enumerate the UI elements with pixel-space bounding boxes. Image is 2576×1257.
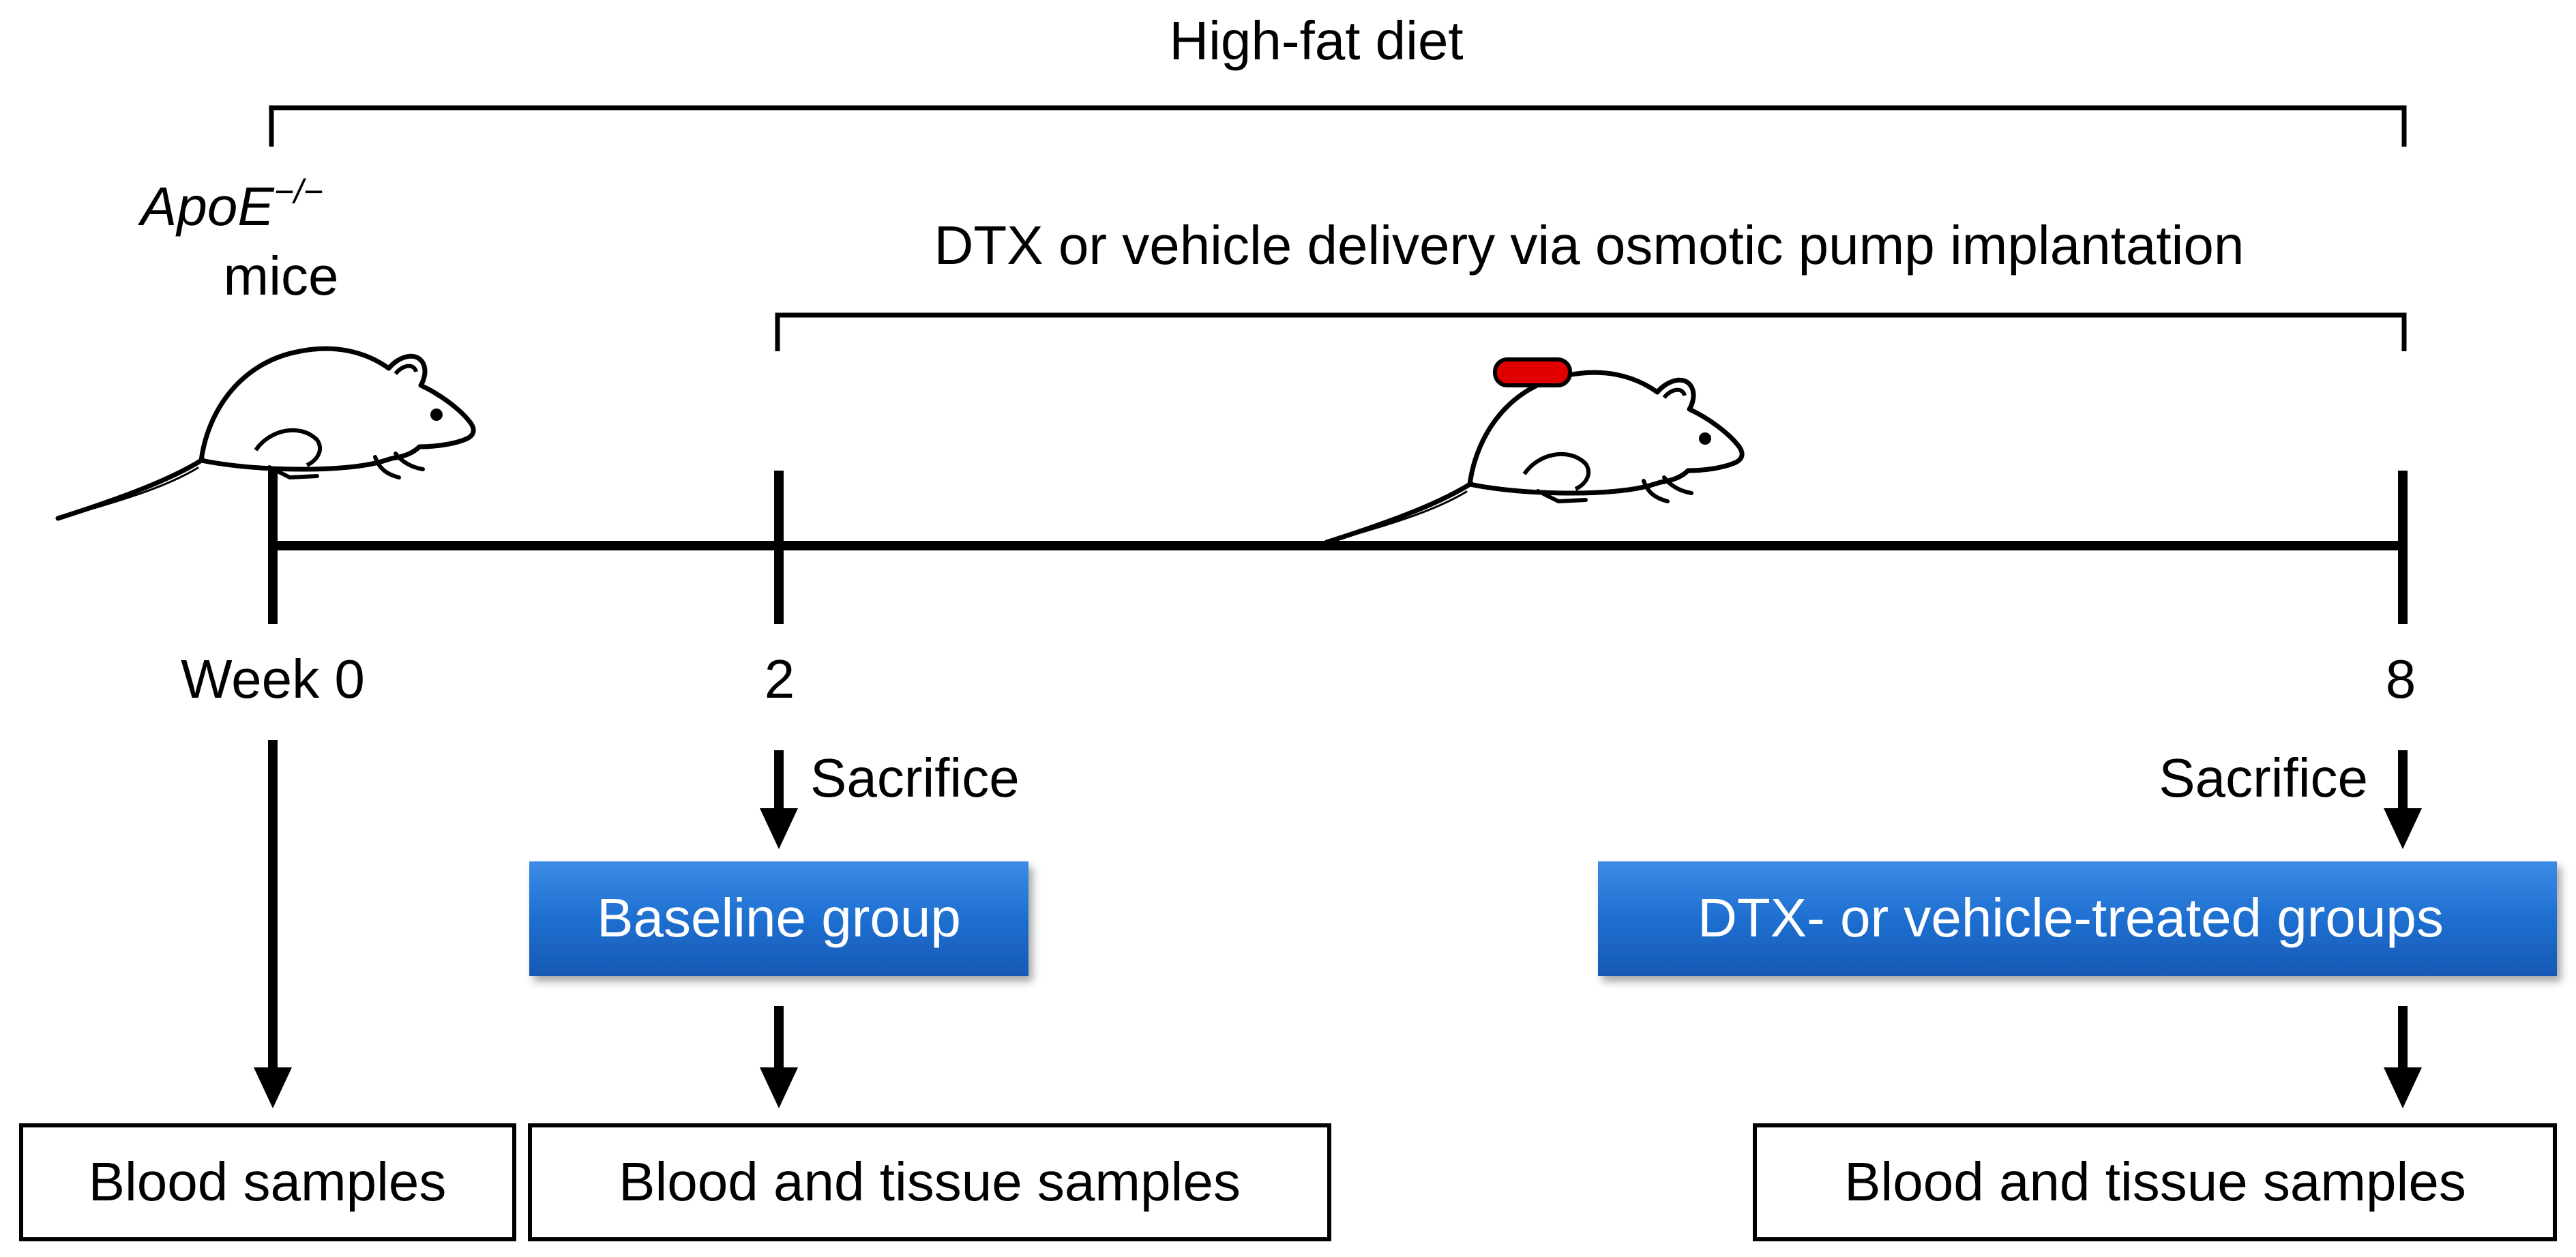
sacrifice-label-left: Sacrifice xyxy=(810,748,1020,808)
osmotic-pump-icon xyxy=(1493,357,1572,387)
treated-group-label: DTX- or vehicle-treated groups xyxy=(1698,887,2444,948)
sacrifice-label-right: Sacrifice xyxy=(2159,748,2368,808)
baseline-group-box xyxy=(529,861,1028,976)
delivery-bracket xyxy=(775,312,2407,351)
mice-genotype-superscript: −/− xyxy=(274,173,323,211)
samples-label-week0: Blood samples xyxy=(89,1151,447,1212)
samples-box-week8 xyxy=(1753,1123,2557,1241)
mice-label: mice xyxy=(224,246,339,306)
samples-label-week8: Blood and tissue samples xyxy=(1844,1151,2466,1212)
diet-label: High-fat diet xyxy=(1169,10,1463,71)
mice-gene-name: ApoE xyxy=(138,176,275,237)
diet-bracket xyxy=(269,105,2407,147)
mouse-with-pump-icon xyxy=(1327,372,1742,542)
arrowhead-treated xyxy=(2384,1067,2422,1108)
week0-label: Week 0 xyxy=(181,649,365,709)
week8-label: 8 xyxy=(2386,649,2416,709)
arrowhead-week8-sacrifice xyxy=(2384,808,2422,849)
delivery-label: DTX or vehicle delivery via osmotic pump… xyxy=(934,215,2245,276)
arrowhead-week2-sacrifice xyxy=(760,808,798,849)
week2-label: 2 xyxy=(765,649,795,709)
samples-box-week0 xyxy=(19,1123,516,1241)
samples-label-week2: Blood and tissue samples xyxy=(619,1151,1241,1212)
mouse-icon xyxy=(58,349,473,518)
arrowhead-baseline xyxy=(760,1067,798,1108)
baseline-group-label: Baseline group xyxy=(597,887,961,948)
mice-gene-label: ApoE−/− xyxy=(138,173,323,237)
treated-group-box xyxy=(1598,861,2557,976)
arrowhead-week0 xyxy=(254,1067,292,1108)
samples-box-week2 xyxy=(528,1123,1331,1241)
